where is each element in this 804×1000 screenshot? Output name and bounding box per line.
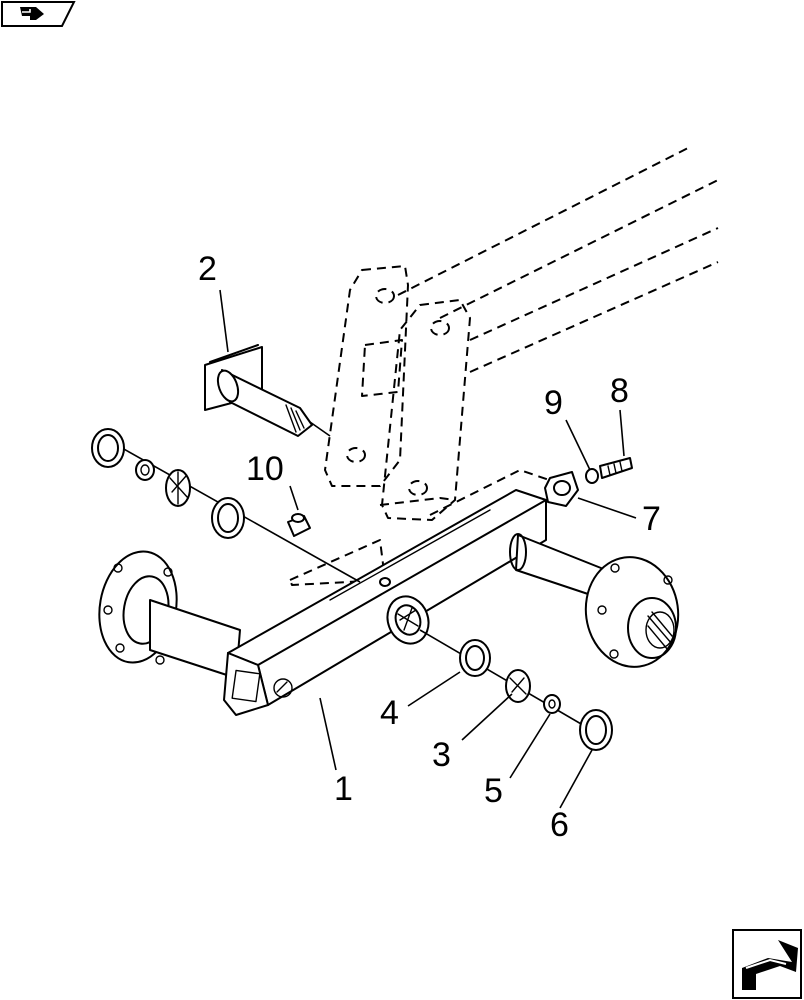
grease-fitting [287, 485, 311, 537]
back-button[interactable] [1, 1, 76, 27]
frame-phantom [289, 147, 719, 586]
callout-3: 3 [432, 736, 451, 774]
callout-2: 2 [198, 250, 217, 288]
callout-1: 1 [334, 770, 353, 808]
callout-6: 6 [550, 806, 569, 844]
callout-5: 5 [484, 772, 503, 810]
right-exploded-parts [419, 629, 613, 751]
callout-4: 4 [380, 694, 399, 732]
next-page-button[interactable] [732, 929, 802, 999]
callout-9: 9 [544, 384, 563, 422]
callout-7: 7 [642, 500, 661, 538]
callout-8: 8 [610, 372, 629, 410]
leader-lines [219, 289, 637, 809]
inner-bearing-right [386, 595, 430, 645]
pin-with-plate [204, 344, 331, 437]
right-hub-flange [509, 533, 680, 668]
next-page-arrow-icon [742, 940, 798, 990]
callout-10: 10 [246, 450, 284, 488]
bolt-nut-assembly [544, 457, 633, 507]
axle-beam [223, 489, 547, 716]
back-arrow-icon [20, 7, 44, 20]
left-hub-flange [98, 550, 241, 679]
left-exploded-parts [91, 428, 361, 583]
